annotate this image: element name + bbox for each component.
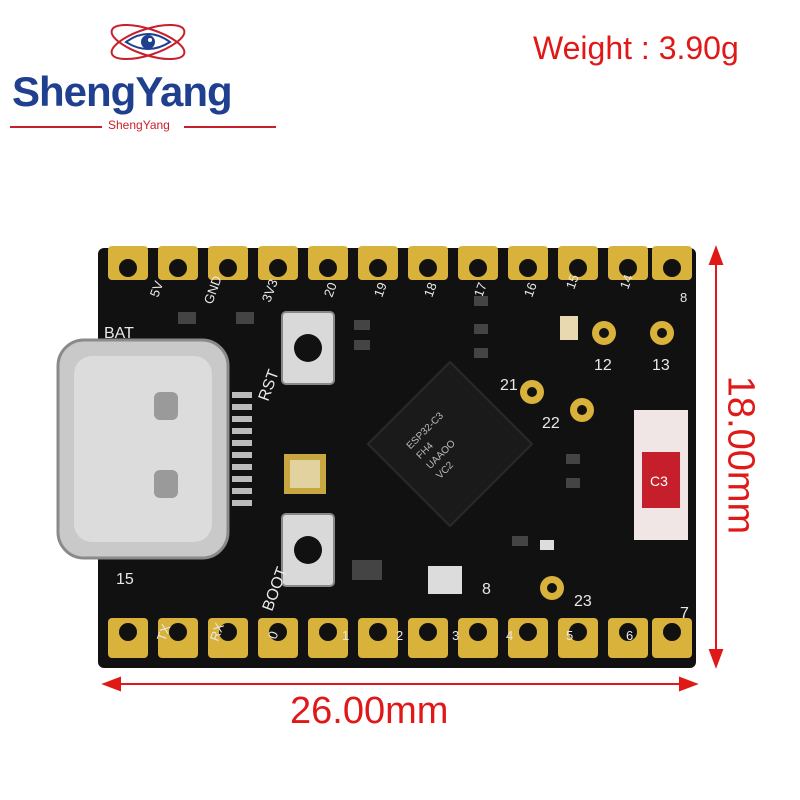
pin-label: 5V	[147, 279, 167, 299]
eye-emblem-icon	[110, 23, 186, 61]
brand-rule-right	[184, 126, 276, 128]
brand-subname: ShengYang	[108, 118, 170, 132]
pin-label: 6	[626, 628, 633, 643]
width-dimension-label: 26.00mm	[290, 690, 449, 732]
weight-label: Weight : 3.90g	[533, 30, 739, 66]
pin-13-label: 13	[652, 357, 670, 374]
pin-21-label: 21	[500, 377, 518, 394]
pin-label: 16	[521, 280, 540, 299]
pin-label: 17	[471, 280, 490, 299]
esp32-c3-chip	[366, 360, 534, 528]
pin-7-label: 7	[680, 605, 689, 622]
pin-label: 5	[566, 628, 573, 643]
bottom-pads	[108, 618, 692, 658]
pin-label: TX	[154, 622, 174, 643]
pin-8-label: 8	[482, 581, 491, 598]
antenna-chip: C3	[634, 410, 688, 540]
pin-label: 1	[342, 628, 349, 643]
pin-label: 19	[371, 280, 390, 299]
bottom-pin-labels: TX RX 0 1 2 3 4 5 6	[154, 621, 634, 643]
usb-pin-row	[232, 392, 252, 506]
crystal-oscillator	[284, 454, 326, 494]
pin-label: 8	[680, 290, 687, 305]
pin-label: 3V3	[259, 277, 281, 304]
brand-rule-left	[10, 126, 102, 128]
c3-label: C3	[650, 473, 668, 489]
pin-12-label: 12	[594, 357, 612, 374]
pin-label: 4	[506, 628, 513, 643]
top-pads	[108, 246, 692, 280]
dimension-arrows	[101, 245, 724, 692]
smd-components	[178, 296, 580, 594]
pin-label: RX	[207, 621, 227, 643]
pin-label: 18	[421, 280, 440, 299]
plated-holes	[520, 321, 674, 600]
pin-label: 20	[321, 280, 340, 299]
pin-23-label: 23	[574, 593, 592, 610]
brand-name: ShengYang	[12, 68, 233, 115]
rst-button-graphic	[281, 311, 335, 385]
pin-label: 3	[452, 628, 459, 643]
pin-label: 0	[265, 629, 282, 641]
pin-label: 14	[617, 272, 636, 291]
pin-15-label: 15	[116, 571, 134, 588]
bat-label: BAT	[104, 325, 134, 342]
pin-label: 2	[396, 628, 403, 643]
boot-button-graphic	[281, 513, 335, 587]
pin-label: 15	[563, 272, 582, 291]
pin-22-label: 22	[542, 415, 560, 432]
usb-c-connector	[56, 338, 230, 560]
height-dimension-label: 18.00mm	[719, 375, 762, 535]
shengyang-logo: ShengYang ShengYang	[8, 8, 278, 138]
top-pin-labels: 5V GND 3V3 20 19 18 17 16 15 14 8	[147, 272, 688, 306]
